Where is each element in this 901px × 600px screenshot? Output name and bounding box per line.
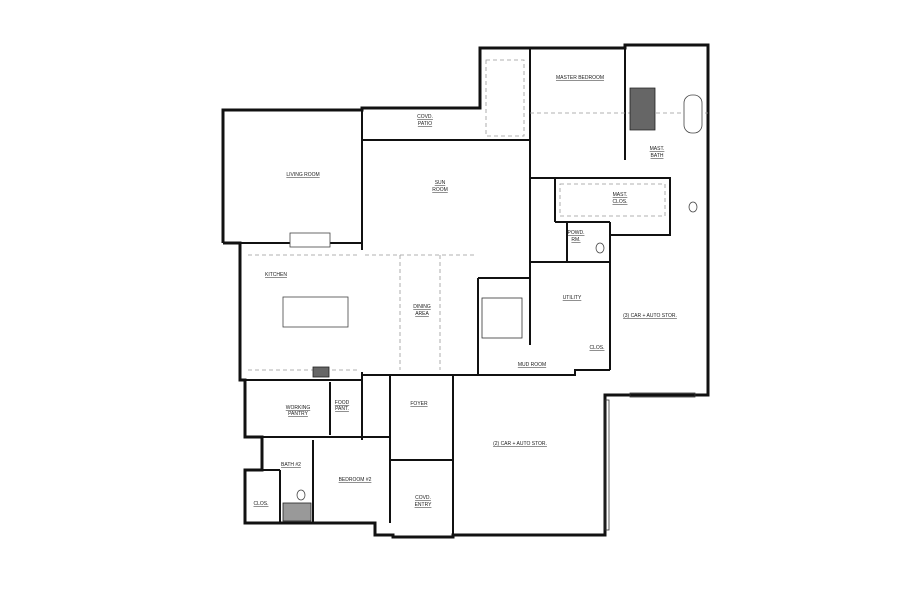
shower-icon — [282, 502, 312, 522]
room-labels: LIVING ROOM SUN ROOM COVD. PATIO MASTER … — [253, 75, 676, 508]
label-food-pant-2: PANT. — [335, 406, 349, 412]
fixtures — [282, 87, 703, 531]
label-covd-patio-2: PATIO — [418, 121, 432, 127]
toilet-icon — [595, 242, 605, 254]
label-bedroom-2: BEDROOM #2 — [339, 477, 372, 483]
label-dining-area-2: AREA — [415, 311, 429, 317]
label-dining-area: DINING — [413, 304, 431, 310]
fireplace-icon — [629, 87, 656, 131]
label-utility: UTILITY — [563, 295, 582, 301]
kitchen-island — [282, 296, 349, 328]
label-powd-rm-2: RM. — [571, 237, 580, 243]
label-bath-2: BATH #2 — [281, 462, 301, 468]
label-foyer: FOYER — [410, 401, 428, 407]
label-master-bedroom: MASTER BEDROOM — [556, 75, 604, 81]
label-covd-entry-2: ENTRY — [415, 502, 433, 508]
toilet-icon — [296, 489, 306, 501]
garage-door — [629, 392, 696, 398]
label-sun-room-2: ROOM — [432, 187, 448, 193]
label-mast-bath: MAST. — [650, 146, 665, 152]
label-working-pantry: WORKING — [286, 405, 311, 411]
interior-walls — [223, 48, 671, 535]
garage-door — [604, 399, 610, 531]
label-powd-rm: POWD. — [568, 230, 585, 236]
label-food-pant: FOOD — [335, 400, 350, 406]
label-garage-2: (2) CAR + AUTO STOR. — [493, 441, 547, 447]
label-sun-room: SUN — [435, 180, 446, 186]
label-mast-bath-2: BATH — [651, 153, 664, 159]
label-clos-utility: CLOS. — [589, 345, 604, 351]
label-clos-bed2: CLOS. — [253, 501, 268, 507]
label-covd-patio: COVD. — [417, 114, 433, 120]
exterior-walls — [221, 43, 710, 539]
stairs-icon — [481, 297, 523, 339]
bathtub-icon — [683, 94, 703, 134]
label-covd-entry: COVD. — [415, 495, 431, 501]
dining-table-icon — [289, 232, 331, 248]
label-living-room: LIVING ROOM — [286, 172, 319, 178]
label-garage-3: (3) CAR + AUTO STOR. — [623, 313, 677, 319]
label-kitchen: KITCHEN — [265, 272, 287, 278]
ceiling-lines — [248, 59, 708, 371]
range-icon — [312, 366, 330, 378]
toilet-icon — [688, 201, 698, 213]
label-mast-clos: MAST. — [613, 192, 628, 198]
label-working-pantry-2: PANTRY — [288, 411, 308, 417]
label-mast-clos-2: CLOS. — [612, 199, 627, 205]
label-mud-room: MUD ROOM — [518, 362, 546, 368]
